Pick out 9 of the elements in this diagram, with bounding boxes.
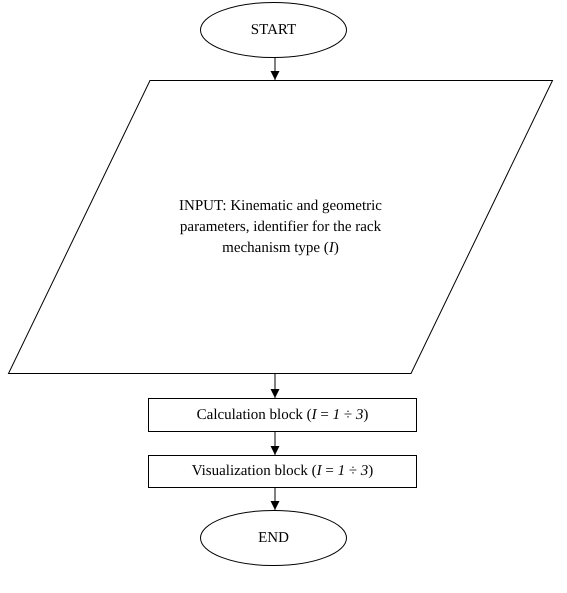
- arrow: [270, 432, 280, 456]
- node-text: START: [250, 20, 296, 40]
- node-text: INPUT: Kinematic and geometric parameters, identifier for the rack mechanism type (I): [178, 196, 383, 258]
- node-text: Calculation block (I = 1 ÷ 3): [196, 406, 368, 424]
- arrow: [270, 374, 280, 398]
- arrow: [270, 58, 280, 80]
- arrow: [270, 488, 280, 510]
- node-text: END: [258, 528, 289, 548]
- node-text: Visualization block (I = 1 ÷ 3): [192, 462, 374, 481]
